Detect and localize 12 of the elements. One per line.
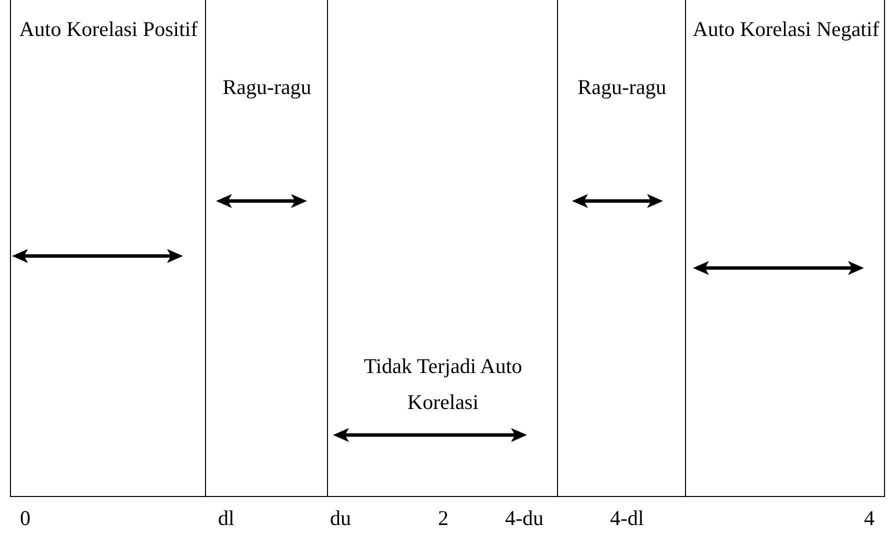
- axis-value: dl: [218, 506, 234, 531]
- axis-value: 4-dl: [610, 506, 644, 531]
- axis-value: 4: [864, 506, 874, 531]
- axis-value: du: [330, 506, 351, 531]
- axis-value: 4-du: [505, 506, 544, 531]
- axis-value: 0: [20, 506, 30, 531]
- axis-value: 2: [438, 506, 448, 531]
- region-label: Auto Korelasi Negatif: [692, 16, 880, 43]
- region-label: Tidak Terjadi Auto Korelasi: [362, 353, 524, 416]
- region-label: Ragu-ragu: [576, 74, 668, 101]
- region-label: Auto Korelasi Positif: [18, 16, 199, 43]
- region-label: Ragu-ragu: [222, 74, 312, 101]
